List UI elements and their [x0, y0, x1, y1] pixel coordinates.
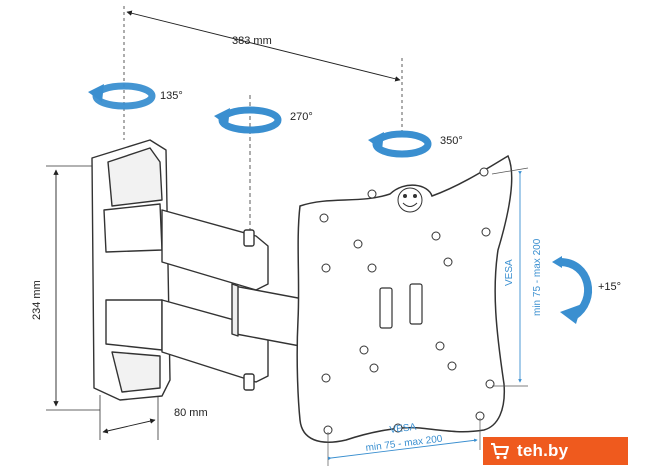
arm-swivel-label: 270° — [290, 111, 313, 123]
plate-rotation-label: 350° — [440, 135, 463, 147]
width-dimension: 383 mm — [123, 6, 403, 140]
vesa-horizontal-range: min 75 - max 200 — [365, 434, 443, 454]
wall-plate — [91, 139, 171, 401]
watermark-text: teh.by — [517, 441, 569, 460]
vesa-vertical-range: min 75 - max 200 — [532, 238, 543, 316]
vesa-vertical-title: VESA — [504, 259, 515, 286]
articulating-arm — [161, 209, 333, 391]
width-label: 383 mm — [232, 35, 272, 47]
tilt-rotation-icon: +15° — [552, 256, 621, 324]
height-label: 234 mm — [31, 280, 43, 320]
teh-by-watermark: teh.by — [483, 437, 628, 465]
smiley-logo — [397, 187, 423, 213]
tv-mounting-plate — [296, 154, 513, 443]
wall-swivel-rotation-icon: 135° — [88, 82, 183, 110]
vesa-horizontal-title: VESA — [389, 422, 417, 436]
arm-swivel-rotation-icon: 270° — [214, 106, 313, 134]
depth-label: 80 mm — [174, 407, 208, 419]
vesa-vertical-dimension: VESA min 75 - max 200 — [491, 167, 543, 387]
height-dimension: 234 mm — [31, 165, 100, 411]
depth-dimension: 80 mm — [99, 395, 208, 440]
cart-icon — [483, 437, 517, 465]
wall-swivel-label: 135° — [160, 90, 183, 102]
tilt-label: +15° — [598, 281, 621, 293]
plate-rotation-icon: 350° — [368, 130, 463, 158]
